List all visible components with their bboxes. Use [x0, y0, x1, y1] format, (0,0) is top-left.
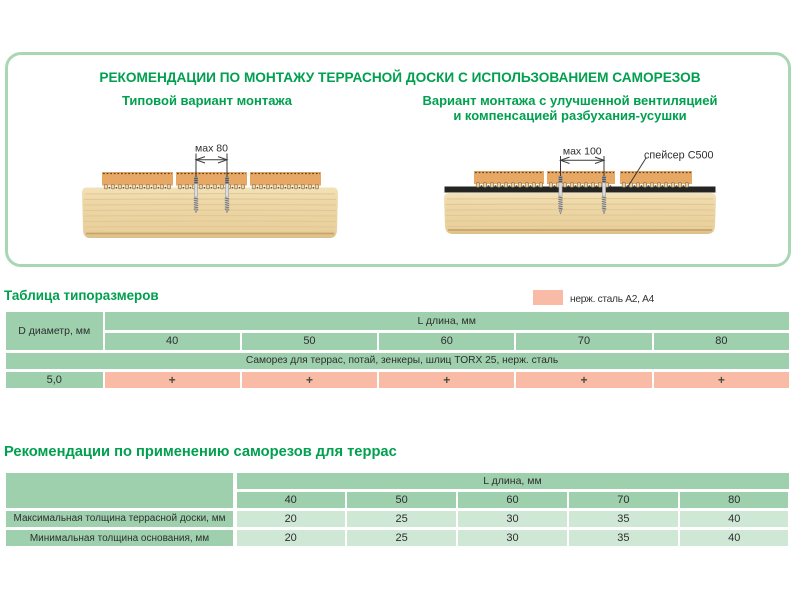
svg-text:мах 100: мах 100 [563, 146, 602, 158]
svg-text:спейсер С500: спейсер С500 [644, 150, 714, 162]
svg-text:мах 80: мах 80 [195, 143, 228, 155]
